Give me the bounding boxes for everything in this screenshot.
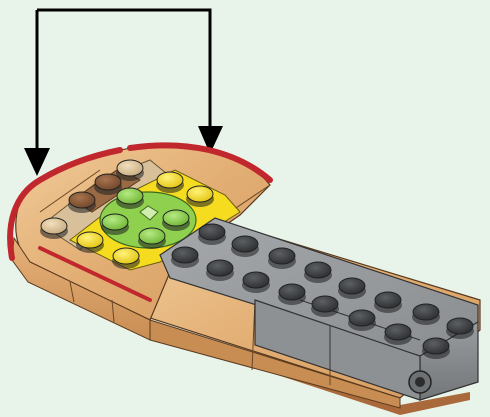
stud-dark <box>198 224 226 245</box>
stud-dark <box>384 324 412 345</box>
stud-brown <box>68 192 96 213</box>
technic-hole-inner <box>415 377 425 387</box>
arrow-head-left <box>24 148 50 176</box>
stud-yellow <box>76 232 104 253</box>
stud-yellow <box>186 186 214 207</box>
stud-yellow <box>156 172 184 193</box>
stud-dark <box>374 292 402 313</box>
stud-yellow <box>112 248 140 269</box>
stud-tan <box>40 218 68 239</box>
callout-arrows <box>37 10 210 150</box>
stud-dark <box>422 338 450 359</box>
stud-green <box>101 214 129 235</box>
stud-dark <box>311 296 339 317</box>
stud-dark <box>446 318 474 339</box>
stud-green <box>116 188 144 209</box>
stud-dark <box>206 260 234 281</box>
stud-dark <box>231 236 259 257</box>
stud-green <box>138 228 166 249</box>
stud-dark <box>171 247 199 268</box>
stud-dark <box>268 248 296 269</box>
stud-green <box>162 210 190 231</box>
stud-dark <box>242 272 270 293</box>
stud-brown <box>94 174 122 195</box>
stud-dark <box>278 284 306 305</box>
callout-bracket-line <box>37 10 210 130</box>
stud-dark <box>348 310 376 331</box>
stud-dark <box>304 262 332 283</box>
stud-dark <box>338 278 366 299</box>
stud-dark <box>412 304 440 325</box>
stud-tan <box>116 160 144 181</box>
